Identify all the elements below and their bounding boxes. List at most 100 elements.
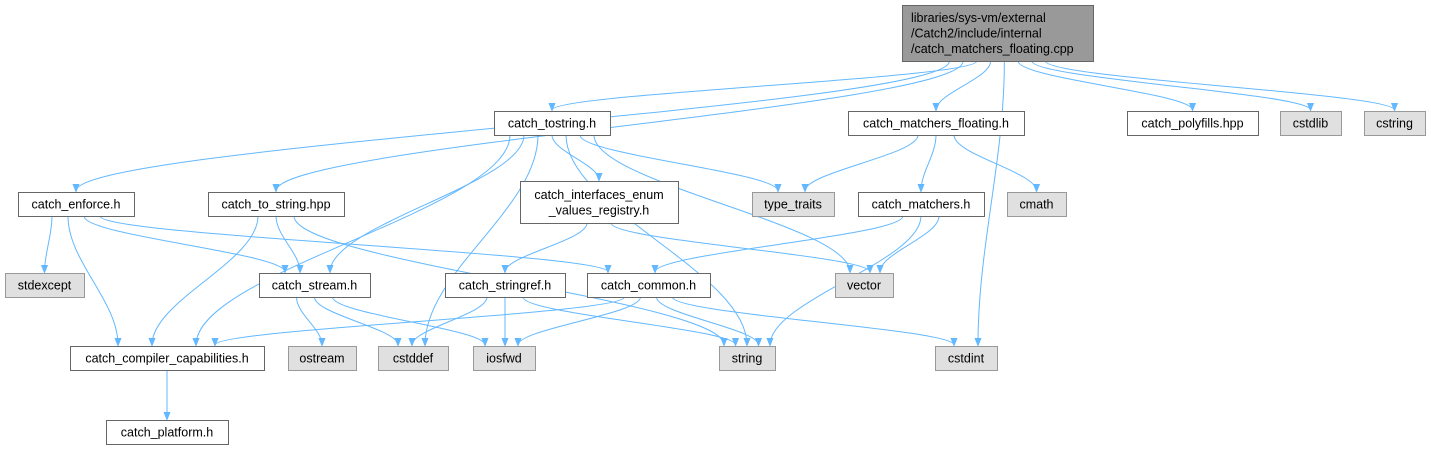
node-cstdlib: cstdlib	[1280, 111, 1342, 136]
node-vector: vector	[835, 273, 894, 298]
edge-catch_tostring_h-to-catch_compiler_capabilities_h	[196, 134, 511, 345]
edge-catch_enforce_h-to-catch_common_h	[99, 215, 608, 272]
node-label: stdexcept	[18, 279, 72, 293]
node-label: catch_stringref.h	[459, 279, 551, 293]
node-box	[473, 346, 536, 371]
node-catch_stringref_h[interactable]: catch_stringref.h	[445, 273, 566, 298]
node-box	[445, 273, 566, 298]
node-label: catch_tostring.h	[508, 117, 596, 131]
node-box	[1280, 111, 1342, 136]
node-label: /catch_matchers_floating.cpp	[911, 42, 1074, 56]
edge-root-to-cstring	[1045, 60, 1395, 110]
node-label: catch_matchers.h	[872, 198, 971, 212]
node-box	[494, 111, 611, 136]
edge-catch_common_h-to-cstdint	[672, 296, 955, 345]
node-label: catch_matchers_floating.h	[863, 117, 1009, 131]
node-catch_enforce_h[interactable]: catch_enforce.h	[18, 192, 135, 217]
node-catch_interfaces_enum_values_registry_h[interactable]: catch_interfaces_enum_values_registry.h	[520, 181, 679, 224]
node-box	[587, 273, 711, 298]
node-catch_tostring_h[interactable]: catch_tostring.h	[494, 111, 611, 136]
node-catch_common_h[interactable]: catch_common.h	[587, 273, 711, 298]
node-box	[848, 111, 1025, 136]
node-label: libraries/sys-vm/external	[911, 11, 1046, 25]
node-label: catch_platform.h	[121, 426, 213, 440]
node-cstddef: cstddef	[378, 346, 449, 371]
edge-catch_stringref_h-to-cstddef	[412, 296, 488, 345]
node-catch_stream_h[interactable]: catch_stream.h	[259, 273, 371, 298]
edge-catch_tostring_h-to-catch_stream_h	[330, 134, 525, 272]
edge-catch_stream_h-to-cstddef	[314, 296, 399, 345]
node-label: cstddef	[393, 352, 434, 366]
node-label: vector	[847, 279, 881, 293]
edge-catch_matchers_floating_h-to-catch_matchers_h	[921, 134, 937, 191]
node-label: catch_to_string.hpp	[221, 198, 330, 212]
edge-catch_stream_h-to-ostream	[296, 296, 323, 345]
node-ostream: ostream	[288, 346, 357, 371]
node-label: cstdint	[948, 352, 985, 366]
edge-catch_tostring_h-to-type_traits	[579, 134, 778, 191]
node-catch_platform_h[interactable]: catch_platform.h	[106, 420, 229, 445]
node-box	[259, 273, 371, 298]
edge-root-to-catch_tostring_h	[552, 60, 978, 110]
edge-catch_matchers_floating_h-to-type_traits	[805, 134, 919, 191]
edge-catch_enforce_h-to-catch_compiler_capabilities_h	[67, 215, 118, 345]
node-cstring: cstring	[1364, 111, 1426, 136]
node-label: /Catch2/include/internal	[911, 27, 1042, 41]
edge-catch_interfaces_enum_values_registry_h-to-vector	[610, 222, 870, 272]
node-catch_matchers_h[interactable]: catch_matchers.h	[858, 192, 985, 217]
node-box	[902, 5, 1094, 62]
edge-root-to-cstdint	[978, 60, 1005, 345]
node-box	[378, 346, 449, 371]
edge-catch_common_h-to-catch_compiler_capabilities_h	[215, 296, 625, 345]
node-iosfwd: iosfwd	[473, 346, 536, 371]
edge-catch_enforce_h-to-stdexcept	[45, 215, 53, 272]
edge-catch_stringref_h-to-string	[522, 296, 736, 345]
node-catch_polyfills_hpp[interactable]: catch_polyfills.hpp	[1127, 111, 1259, 136]
node-label: catch_polyfills.hpp	[1141, 117, 1243, 131]
node-box	[835, 273, 894, 298]
edge-catch_tostring_h-to-catch_interfaces_enum_values_registry_h	[551, 134, 599, 180]
node-catch_matchers_floating_h[interactable]: catch_matchers_floating.h	[848, 111, 1025, 136]
edge-catch_interfaces_enum_values_registry_h-to-catch_stringref_h	[505, 222, 588, 272]
node-box	[719, 346, 776, 371]
edge-catch_stream_h-to-iosfwd	[332, 296, 486, 345]
node-box	[1007, 192, 1067, 217]
nodes-layer: libraries/sys-vm/external/Catch2/include…	[5, 5, 1426, 445]
node-box	[208, 192, 345, 217]
node-box	[106, 420, 229, 445]
edge-catch_tostring_h-to-vector	[593, 134, 850, 272]
node-string: string	[719, 346, 776, 371]
node-catch_to_string_hpp[interactable]: catch_to_string.hpp	[208, 192, 345, 217]
edge-catch_to_string_hpp-to-catch_stream_h	[275, 215, 300, 272]
node-label: ostream	[299, 352, 344, 366]
node-stdexcept: stdexcept	[5, 273, 85, 298]
node-label: catch_common.h	[601, 279, 696, 293]
node-label: cstdlib	[1293, 117, 1328, 131]
edge-catch_matchers_h-to-vector	[880, 215, 940, 272]
node-catch_compiler_capabilities_h[interactable]: catch_compiler_capabilities.h	[70, 346, 265, 371]
edge-root-to-catch_matchers_floating_h	[936, 60, 992, 110]
edge-root-to-catch_to_string_hpp	[276, 60, 964, 191]
node-box	[70, 346, 265, 371]
node-label: cmath	[1019, 198, 1053, 212]
node-label: string	[732, 352, 763, 366]
edge-root-to-catch_polyfills_hpp	[1017, 60, 1192, 110]
node-box	[935, 346, 998, 371]
node-root[interactable]: libraries/sys-vm/external/Catch2/include…	[902, 5, 1094, 62]
node-label: catch_compiler_capabilities.h	[85, 352, 248, 366]
node-cstdint: cstdint	[935, 346, 998, 371]
node-type_traits: type_traits	[752, 192, 835, 217]
node-label: catch_enforce.h	[32, 198, 121, 212]
node-cmath: cmath	[1007, 192, 1067, 217]
edge-catch_to_string_hpp-to-catch_compiler_capabilities_h	[152, 215, 259, 345]
node-box	[288, 346, 357, 371]
node-label: _values_registry.h	[548, 203, 650, 217]
node-label: type_traits	[764, 198, 822, 212]
node-label: cstring	[1376, 117, 1413, 131]
node-box	[520, 181, 679, 224]
edge-catch_matchers_h-to-catch_common_h	[655, 215, 904, 272]
edge-catch_common_h-to-iosfwd	[518, 296, 641, 345]
edge-catch_matchers_floating_h-to-cmath	[953, 134, 1037, 191]
edge-catch_tostring_h-to-cstddef	[425, 134, 539, 345]
